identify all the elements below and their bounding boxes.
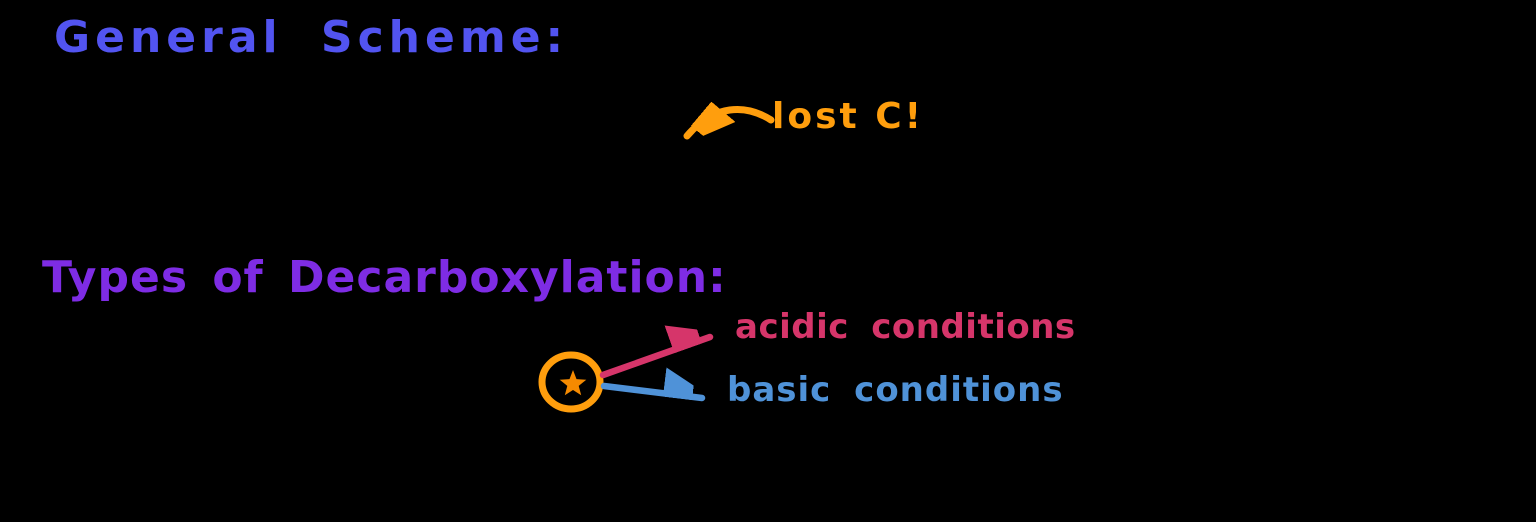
acidic-branch-arrow xyxy=(599,337,714,379)
basic-conditions-label: basic conditions xyxy=(727,370,1064,410)
basic-branch-arrow xyxy=(600,386,706,402)
acidic-conditions-label: acidic conditions xyxy=(735,307,1076,347)
general-scheme-heading: General Scheme: xyxy=(54,12,569,63)
star-icon xyxy=(559,370,587,396)
lost-c-arrow xyxy=(683,109,775,136)
types-of-decarboxylation-heading: Types of Decarboxylation: xyxy=(42,252,727,303)
lost-c-annotation: lost C! xyxy=(772,96,925,137)
circled-star-icon xyxy=(538,351,604,413)
